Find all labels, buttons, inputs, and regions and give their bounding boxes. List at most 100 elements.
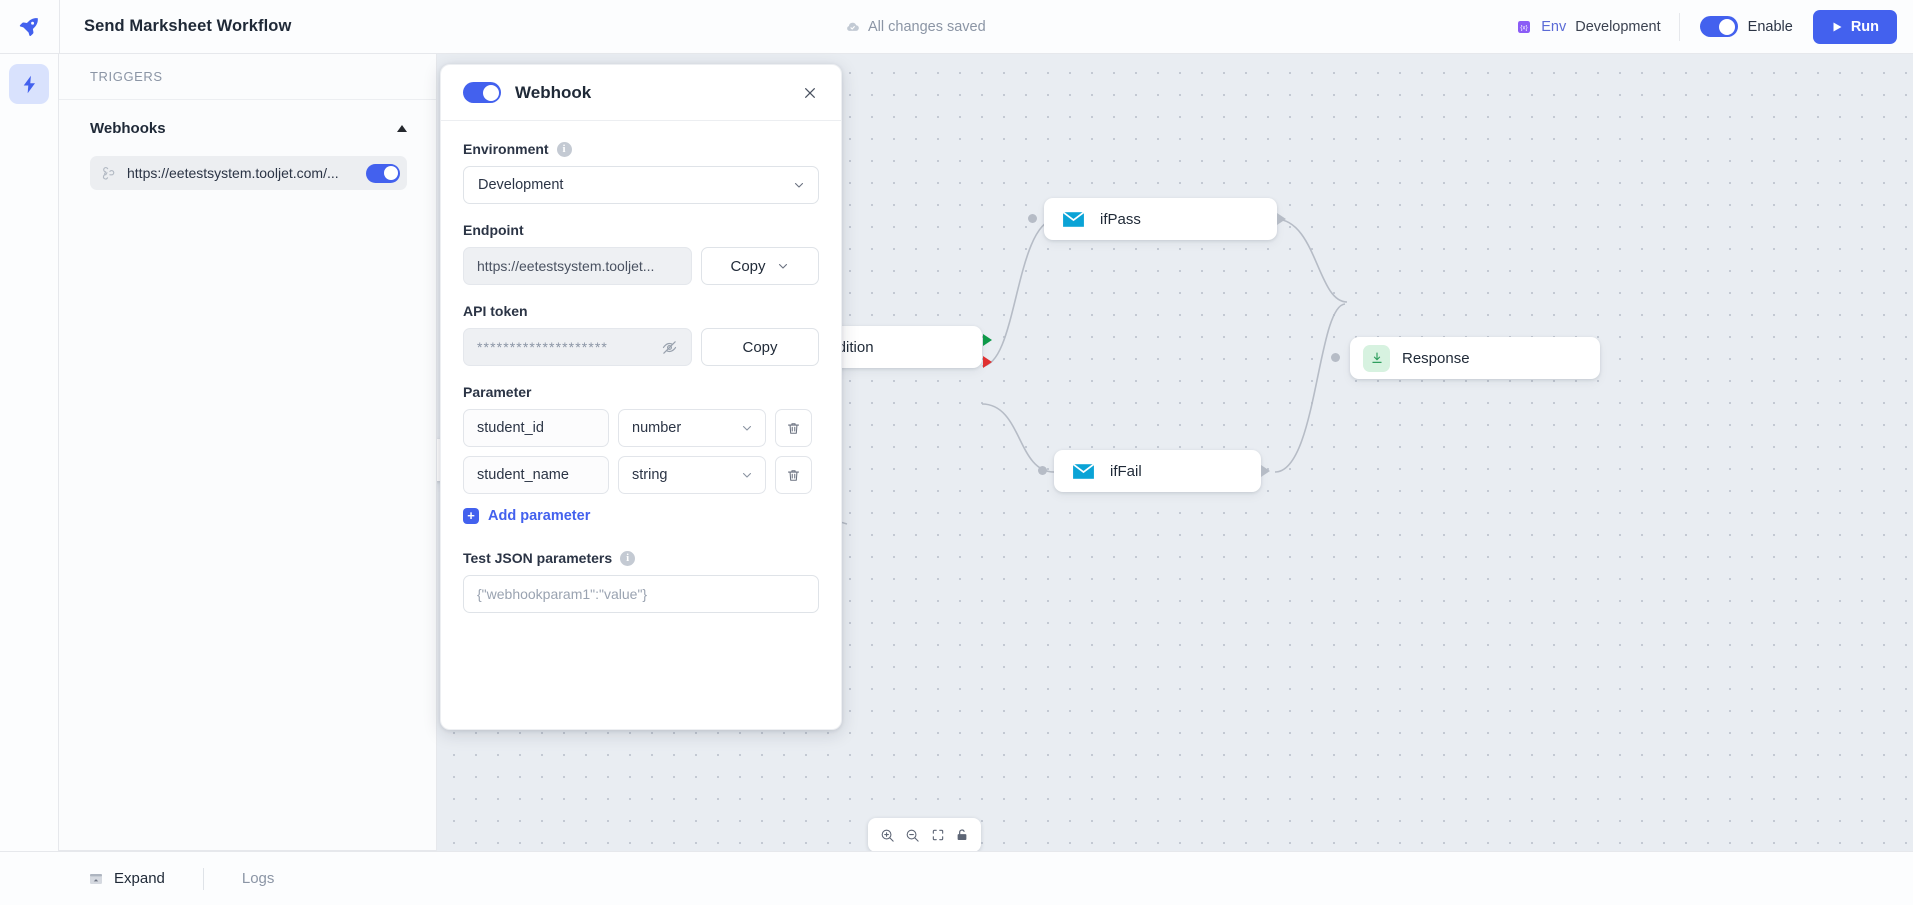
parameter-delete-button[interactable] [775, 409, 812, 447]
parameter-name-input[interactable]: student_name [463, 456, 609, 494]
info-icon[interactable]: i [620, 550, 636, 566]
environment-select[interactable]: Development [463, 166, 819, 204]
parameter-type-select[interactable]: number [618, 409, 766, 447]
zoom-out-icon[interactable] [905, 828, 920, 843]
rail-item-triggers[interactable] [9, 64, 49, 104]
api-token-row: ******************** Copy [463, 328, 819, 366]
node-output-handle-true[interactable] [983, 334, 992, 346]
parameter-type-value: string [632, 467, 668, 483]
svg-text:{x}: {x} [1521, 24, 1528, 31]
download-arrow-icon [1371, 352, 1382, 363]
close-icon[interactable] [797, 80, 823, 106]
expand-button[interactable]: Expand [88, 870, 165, 887]
api-token-label: API token [463, 303, 819, 319]
zoom-in-icon[interactable] [880, 828, 895, 843]
chevron-down-icon [742, 472, 752, 478]
node-output-handle[interactable] [1261, 465, 1270, 477]
test-json-label: Test JSON parameters i [463, 550, 819, 566]
info-icon[interactable]: i [556, 141, 572, 157]
app-logo[interactable] [0, 0, 60, 53]
env-selector[interactable]: {x} Env Development [1516, 12, 1680, 41]
save-status: All changes saved [845, 0, 986, 53]
environment-label: Environment i [463, 141, 819, 157]
page-title: Send Marksheet Workflow [84, 17, 292, 35]
parameter-type-select[interactable]: string [618, 456, 766, 494]
eye-off-icon[interactable] [661, 339, 678, 356]
run-button-label: Run [1850, 18, 1879, 35]
left-rail [0, 54, 59, 905]
enable-toggle[interactable] [1699, 16, 1738, 37]
list-item[interactable]: https://eetestsystem.tooljet.com/... [90, 156, 407, 190]
environment-value: Development [478, 177, 564, 193]
webhook-settings-modal: Webhook Environment i Development Endpoi… [440, 64, 842, 730]
parameter-row: student_id number [463, 409, 819, 447]
cloud-check-icon [847, 22, 859, 31]
trash-icon [787, 469, 800, 481]
enable-control[interactable]: Enable [1680, 16, 1813, 37]
endpoint-copy-label: Copy [730, 257, 766, 275]
enable-label: Enable [1747, 18, 1793, 35]
endpoint-value: https://eetestsystem.tooljet... [463, 247, 692, 285]
sidebar-group-title: Webhooks [90, 119, 166, 137]
node-label: Response [1402, 349, 1470, 367]
logs-tab[interactable]: Logs [241, 870, 275, 887]
modal-body: Environment i Development Endpoint https… [441, 121, 841, 613]
environment-label-text: Environment [463, 141, 549, 157]
endpoint-row: https://eetestsystem.tooljet... Copy [463, 247, 819, 285]
test-json-input[interactable]: {"webhookparam1":"value"} [463, 575, 819, 613]
parameter-type-value: number [632, 420, 682, 436]
node-output-handle[interactable] [1277, 213, 1286, 225]
caret-up-icon[interactable] [397, 124, 407, 132]
parameter-delete-button[interactable] [775, 456, 812, 494]
fit-view-icon[interactable] [931, 828, 945, 842]
chevron-down-icon [778, 263, 787, 269]
webhook-url: https://eetestsystem.tooljet.com/... [127, 165, 339, 181]
unlock-icon[interactable] [955, 828, 969, 842]
top-bar: Send Marksheet Workflow All changes save… [0, 0, 1913, 54]
envelope-icon [1072, 463, 1095, 479]
parameter-label: Parameter [463, 384, 819, 400]
node-iffail[interactable]: ifFail [1038, 450, 1270, 492]
api-token-field[interactable]: ******************** [463, 328, 692, 366]
sidebar-divider [59, 850, 436, 851]
parameter-label-text: Parameter [463, 384, 532, 400]
webhook-icon [102, 167, 115, 180]
response-download-icon [1363, 344, 1390, 372]
node-output-handle-false[interactable] [983, 356, 992, 368]
env-label: Env [1541, 18, 1567, 35]
api-token-copy-button[interactable]: Copy [701, 328, 819, 366]
sidebar-group-webhooks[interactable]: Webhooks [59, 100, 436, 156]
node-input-handle[interactable] [1331, 353, 1340, 362]
parameter-name-input[interactable]: student_id [463, 409, 609, 447]
modal-header: Webhook [441, 65, 841, 121]
node-input-handle[interactable] [1038, 466, 1047, 475]
trash-icon [787, 422, 800, 434]
expand-label: Expand [114, 870, 165, 887]
top-bar-actions: {x} Env Development Enable Run [1516, 0, 1897, 53]
rocket-icon [19, 18, 38, 37]
sidebar-section-label: TRIGGERS [59, 54, 436, 100]
save-status-text: All changes saved [868, 18, 986, 35]
node-label: ifPass [1100, 210, 1141, 228]
play-icon [1833, 22, 1842, 31]
endpoint-label: Endpoint [463, 222, 819, 238]
chevron-down-icon [742, 425, 752, 431]
test-json-label-text: Test JSON parameters [463, 550, 613, 566]
endpoint-copy-button[interactable]: Copy [701, 247, 819, 285]
node-ifpass[interactable]: ifPass [1028, 198, 1286, 240]
webhook-enable-toggle[interactable] [366, 163, 400, 183]
modal-title: Webhook [515, 82, 592, 102]
add-parameter-label: Add parameter [488, 508, 591, 524]
node-response[interactable]: Response [1331, 337, 1600, 379]
env-value: Development [1575, 18, 1661, 35]
add-parameter-button[interactable]: + Add parameter [463, 508, 819, 524]
canvas-toolbar [868, 818, 981, 852]
run-button[interactable]: Run [1812, 9, 1897, 44]
parameter-row: student_name string [463, 456, 819, 494]
lightning-bolt-icon [23, 75, 35, 93]
variable-braces-icon: {x} [1518, 20, 1531, 33]
api-token-label-text: API token [463, 303, 528, 319]
node-input-handle[interactable] [1028, 214, 1037, 223]
webhook-enable-toggle[interactable] [463, 82, 501, 103]
api-token-masked-value: ******************** [477, 339, 608, 355]
